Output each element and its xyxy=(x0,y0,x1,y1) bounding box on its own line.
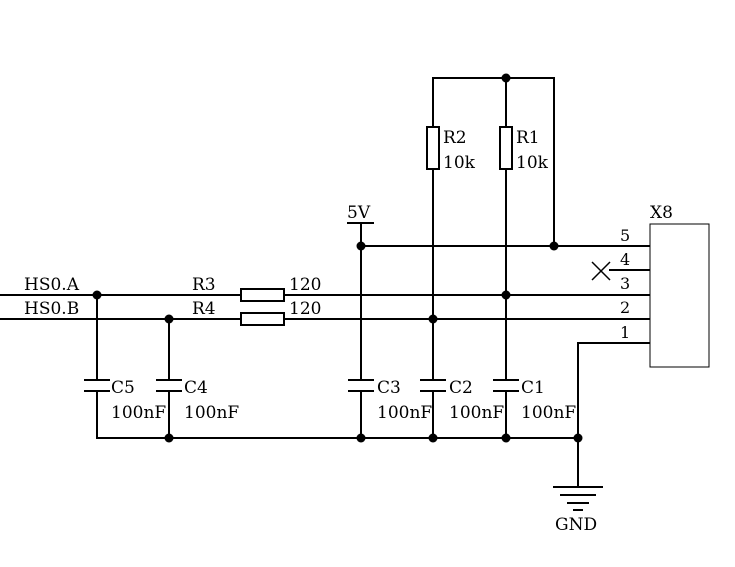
c3-value: 100nF xyxy=(377,403,432,423)
c2-ref: C2 xyxy=(449,378,473,398)
pin-label-5: 5 xyxy=(620,226,630,245)
c5-value: 100nF xyxy=(111,403,166,423)
r1-value: 10k xyxy=(516,153,549,173)
c2-value: 100nF xyxy=(449,403,504,423)
connector-x8: X8 5 4 3 2 1 xyxy=(620,203,710,368)
r3-value: 120 xyxy=(289,275,321,295)
pin-label-3: 3 xyxy=(620,274,630,293)
c4-value: 100nF xyxy=(184,403,239,423)
r4-value: 120 xyxy=(289,299,321,319)
r2-value: 10k xyxy=(443,153,476,173)
supply-5v: 5V xyxy=(347,203,651,381)
pin-label-2: 2 xyxy=(620,298,630,317)
c3-ref: C3 xyxy=(377,378,401,398)
capacitor-c3: C3 100nF xyxy=(348,378,432,439)
pin-label-1: 1 xyxy=(620,323,630,342)
capacitor-c4: C4 100nF xyxy=(156,318,239,439)
supply-label: 5V xyxy=(347,203,371,223)
net-hs0a: HS0.A xyxy=(0,275,651,300)
ground-symbol: GND xyxy=(553,486,603,535)
capacitor-c5: C5 100nF xyxy=(84,294,166,439)
pin-label-4: 4 xyxy=(620,250,630,269)
hs0b-label: HS0.B xyxy=(24,299,79,319)
r2-ref: R2 xyxy=(443,128,467,148)
c1-value: 100nF xyxy=(521,403,576,423)
connector-body xyxy=(649,223,710,368)
pullup-top-wire xyxy=(432,73,555,247)
ground-label: GND xyxy=(555,515,597,535)
resistor-r4: R4 120 xyxy=(192,299,321,326)
c4-ref: C4 xyxy=(184,378,208,398)
capacitor-c2: C2 100nF xyxy=(420,378,504,439)
r1-ref: R1 xyxy=(516,128,540,148)
capacitor-c1: C1 100nF xyxy=(493,378,576,439)
c1-ref: C1 xyxy=(521,378,545,398)
resistor-r1: R1 10k xyxy=(499,126,549,381)
resistor-r3: R3 120 xyxy=(192,275,321,302)
hs0a-label: HS0.A xyxy=(24,275,80,295)
ground-bus xyxy=(96,433,583,443)
r4-ref: R4 xyxy=(192,299,216,319)
resistor-r2: R2 10k xyxy=(426,126,476,381)
c5-ref: C5 xyxy=(111,378,135,398)
net-hs0b: HS0.B xyxy=(0,299,651,324)
r3-ref: R3 xyxy=(192,275,216,295)
connector-pin-wires xyxy=(577,261,651,488)
connector-ref: X8 xyxy=(650,203,673,223)
